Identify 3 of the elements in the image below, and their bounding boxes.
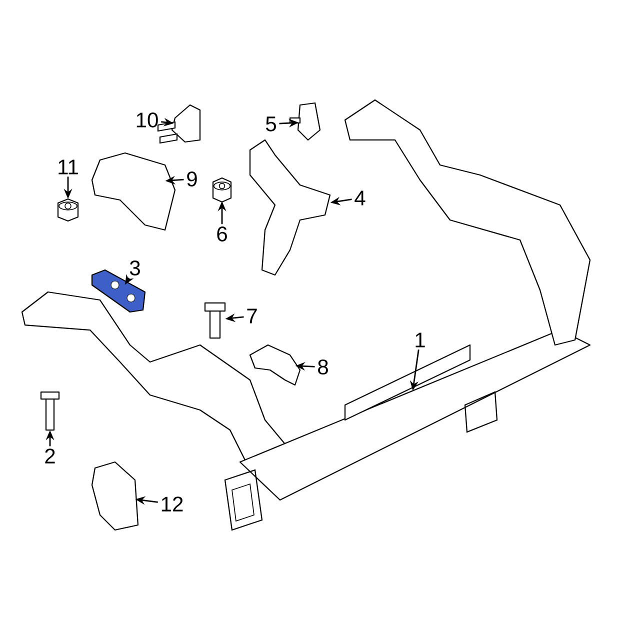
- stud-plate-drawing: [157, 104, 201, 144]
- hitch-frame-drawing: [21, 99, 591, 531]
- stud-plate-drawing: [289, 102, 321, 141]
